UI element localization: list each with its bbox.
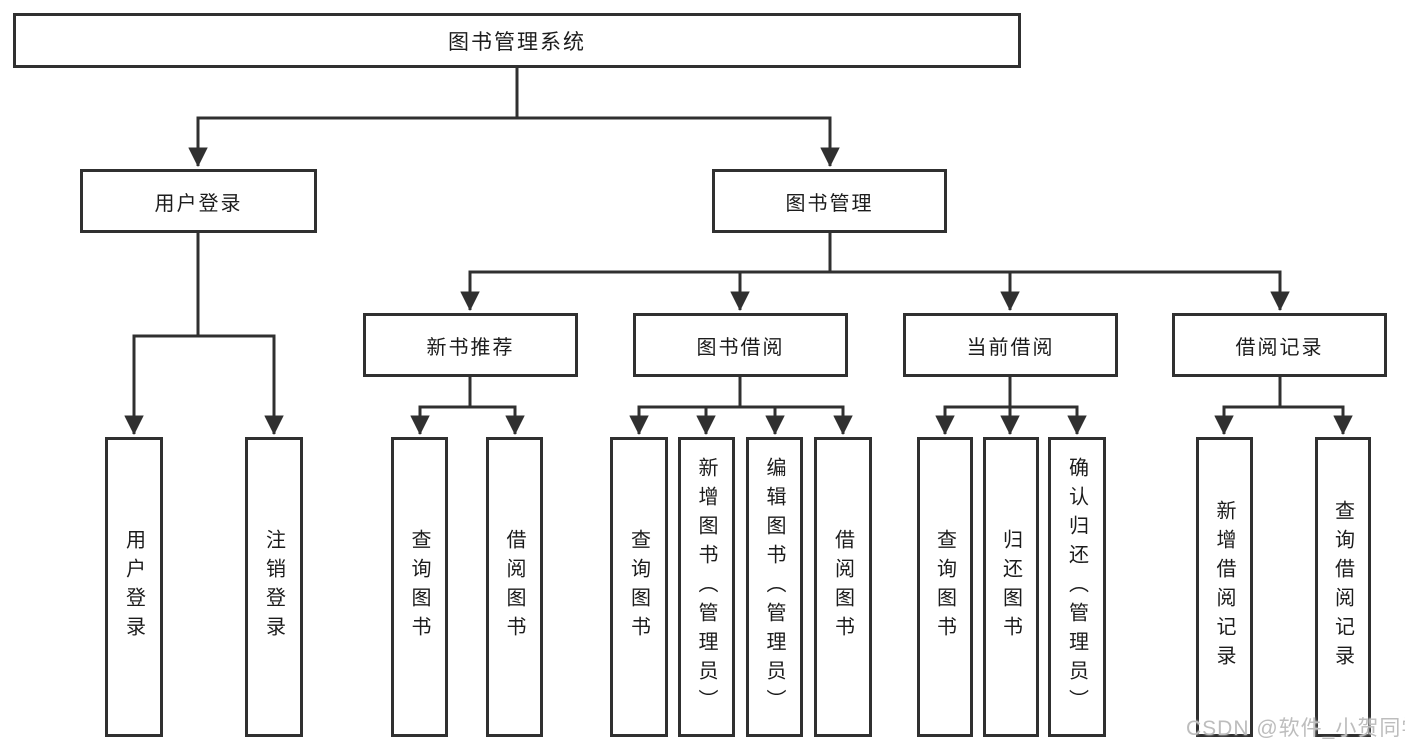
edge-bookmgmt-to-currentborrow [828, 233, 1020, 311]
leaf-borrowrecord-add-record-label: 新增借阅记录 [1213, 500, 1235, 674]
leaf-borrowrecord-query-record: 查询借阅记录 [1315, 437, 1371, 737]
leaf-borrowrecord-add-record: 新增借阅记录 [1196, 437, 1253, 737]
node-book-borrow-label: 图书借阅 [696, 336, 785, 359]
edge-bookmgmt-to-bookborrow [730, 233, 832, 311]
leaf-bookborrow-borrow-book: 借阅图书 [814, 437, 872, 737]
leaf-bookborrow-add-book-admin-label: 新增图书（管理员） [695, 456, 717, 718]
edge-bookborrow-leaf3 [738, 377, 785, 435]
node-current-borrow-label: 当前借阅 [966, 336, 1055, 359]
edge-newbookrec-leaf1 [410, 377, 472, 435]
node-root: 图书管理系统 [13, 13, 1021, 68]
edge-bookborrow-leaf1 [629, 377, 742, 435]
node-current-borrow: 当前借阅 [903, 313, 1118, 377]
edge-root-to-book-mgmt [515, 68, 840, 167]
edge-bookmgmt-to-newbookrec [460, 233, 832, 311]
node-book-mgmt-label: 图书管理 [785, 192, 874, 215]
leaf-newbookrec-query-book-label: 查询图书 [408, 529, 430, 645]
leaf-bookborrow-borrow-book-label: 借阅图书 [831, 529, 854, 645]
edge-borrowrecord-leaf2 [1278, 377, 1353, 435]
edge-bookborrow-leaf4 [738, 377, 853, 435]
leaf-user-login-label: 用户登录 [122, 529, 145, 645]
edge-userlogin-to-logout-leaf [196, 233, 284, 435]
node-borrow-record-label: 借阅记录 [1235, 336, 1324, 359]
edge-currentborrow-leaf1 [935, 377, 1012, 435]
leaf-bookborrow-query-book-label: 查询图书 [627, 529, 650, 645]
edge-bookborrow-leaf2 [696, 377, 742, 435]
csdn-watermark: CSDN @软件_小贺同学 [1186, 717, 1405, 740]
leaf-bookborrow-edit-book-admin-label: 编辑图书（管理员） [763, 456, 785, 718]
edge-bookmgmt-to-borrowrecord [828, 233, 1290, 311]
leaf-bookborrow-query-book: 查询图书 [610, 437, 668, 737]
leaf-currentborrow-return-book: 归还图书 [983, 437, 1039, 737]
node-new-book-rec-label: 新书推荐 [426, 336, 515, 359]
leaf-user-login: 用户登录 [105, 437, 163, 737]
node-book-borrow: 图书借阅 [633, 313, 848, 377]
node-new-book-rec: 新书推荐 [363, 313, 578, 377]
leaf-borrowrecord-query-record-label: 查询借阅记录 [1331, 500, 1354, 674]
node-user-login: 用户登录 [80, 169, 317, 233]
leaf-logout: 注销登录 [245, 437, 303, 737]
edge-root-to-user-login [188, 68, 519, 167]
leaf-bookborrow-add-book-admin: 新增图书（管理员） [678, 437, 735, 737]
leaf-currentborrow-return-book-label: 归还图书 [999, 529, 1022, 645]
leaf-newbookrec-borrow-book-label: 借阅图书 [503, 529, 525, 645]
leaf-currentborrow-query-book-label: 查询图书 [933, 529, 956, 645]
node-user-login-label: 用户登录 [154, 192, 243, 215]
leaf-bookborrow-edit-book-admin: 编辑图书（管理员） [746, 437, 803, 737]
edge-userlogin-to-login-leaf [124, 233, 200, 435]
node-borrow-record: 借阅记录 [1172, 313, 1387, 377]
edge-borrowrecord-leaf1 [1214, 377, 1282, 435]
leaf-logout-label: 注销登录 [262, 529, 285, 645]
node-root-label: 图书管理系统 [448, 30, 586, 54]
edge-newbookrec-leaf2 [468, 377, 525, 435]
leaf-currentborrow-confirm-return-admin-label: 确认归还（管理员） [1065, 456, 1088, 718]
leaf-currentborrow-confirm-return-admin: 确认归还（管理员） [1048, 437, 1106, 737]
leaf-newbookrec-query-book: 查询图书 [391, 437, 448, 737]
leaf-currentborrow-query-book: 查询图书 [917, 437, 973, 737]
node-book-mgmt: 图书管理 [712, 169, 947, 233]
edge-currentborrow-leaf3 [1008, 377, 1087, 435]
leaf-newbookrec-borrow-book: 借阅图书 [486, 437, 543, 737]
